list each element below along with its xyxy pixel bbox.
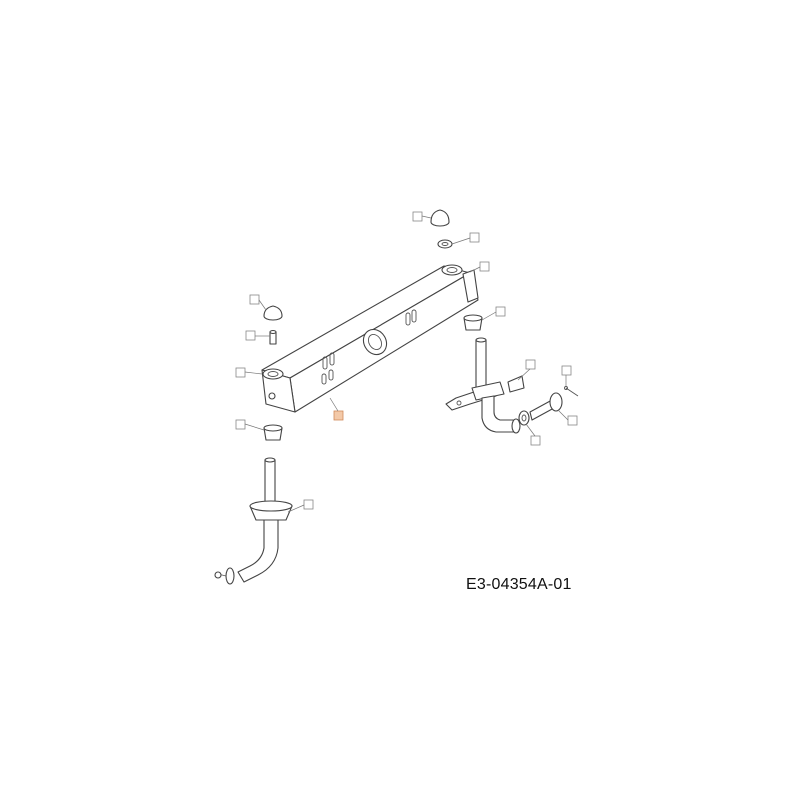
callout-tag: [245, 330, 256, 341]
right-dust-cap[interactable]: [430, 209, 450, 227]
callout-tag: [495, 306, 506, 317]
callout-tag: [525, 359, 536, 370]
left-lower-bushing[interactable]: [263, 424, 283, 441]
callout-tag: [249, 294, 260, 305]
left-dust-cap[interactable]: [263, 305, 283, 321]
callout-tag: [479, 261, 490, 272]
callout-tag: [469, 232, 480, 243]
callout-tag: [412, 211, 423, 222]
callout-tag: [567, 415, 578, 426]
right-lower-bushing[interactable]: [463, 314, 483, 331]
callout-tag-highlighted: [333, 410, 344, 421]
callout-tag: [235, 419, 246, 430]
right-cotter-pin[interactable]: [564, 386, 579, 397]
callout-tag: [561, 365, 572, 376]
right-arm-bracket[interactable]: [507, 375, 525, 393]
left-upper-bushing[interactable]: [269, 329, 277, 345]
callout-group: [235, 211, 578, 513]
right-axle-washer[interactable]: [518, 410, 530, 426]
right-spindle[interactable]: [445, 337, 521, 434]
callout-tag: [235, 367, 246, 378]
front-axle-beam[interactable]: [261, 264, 479, 413]
drawing-code-label: E3-04354A-01: [466, 576, 572, 593]
right-washer[interactable]: [437, 239, 453, 249]
callout-tag: [303, 499, 314, 510]
right-axle-bolt[interactable]: [529, 392, 563, 421]
left-spindle[interactable]: [214, 457, 293, 585]
callout-tag: [530, 435, 541, 446]
